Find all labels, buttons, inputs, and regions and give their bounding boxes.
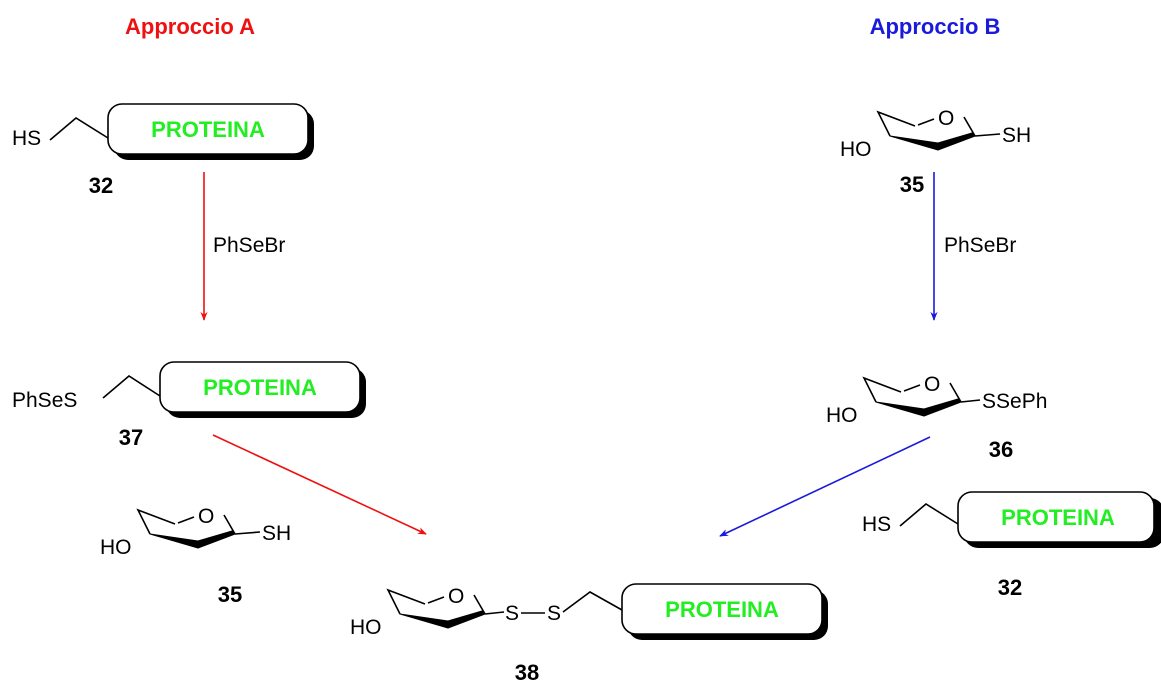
compound-number: 37 (119, 425, 143, 450)
protein-label: PROTEINA (665, 597, 779, 622)
approach-b-title: Approccio B (870, 14, 1001, 39)
ring-oxygen-label: O (198, 505, 214, 528)
protein-box (159, 361, 361, 413)
glycoprotein-disulfide-38: HO O S S PROTEINA 38 (350, 583, 828, 685)
thiol-group-label: SH (1002, 124, 1031, 147)
arrow-approach-a-step2 (212, 434, 427, 535)
protein-label: PROTEINA (151, 117, 265, 142)
compound-number: 35 (218, 582, 242, 607)
selenosulfide-group-label: PhSeS (12, 389, 77, 412)
protein-selenosulfide-37: PhSeS PROTEINA 37 (12, 361, 366, 450)
sulfur-label: S (547, 602, 561, 625)
protein-box (957, 491, 1155, 543)
compound-number: 35 (900, 172, 924, 197)
hydroxyl-label: HO (840, 138, 872, 161)
compound-number: 36 (989, 437, 1013, 462)
ring-oxygen-label: O (938, 107, 954, 130)
reagent-label-a: PhSeBr (213, 234, 285, 257)
protein-thiol-32-a: HS PROTEINA 32 (12, 103, 314, 198)
ring-oxygen-label: O (924, 373, 940, 396)
reagent-label-b: PhSeBr (944, 234, 1016, 257)
approach-a-title: Approccio A (125, 14, 255, 39)
thiol-group-label: SH (262, 522, 291, 545)
protein-label: PROTEINA (203, 375, 317, 400)
sulfur-label: S (505, 602, 519, 625)
hydroxyl-label: HO (100, 536, 132, 559)
hydroxyl-label: HO (350, 616, 382, 639)
thiol-group-label: HS (862, 513, 891, 536)
compound-number: 38 (515, 660, 539, 685)
selenosulfide-group-label: SSePh (982, 390, 1047, 413)
protein-thiol-32-b: HS PROTEINA 32 (862, 491, 1161, 600)
arrow-approach-b-step2 (719, 436, 931, 537)
protein-box (621, 583, 823, 635)
compound-number: 32 (89, 173, 113, 198)
compound-number: 32 (998, 575, 1022, 600)
sugar-thiol-35-b: HO O SH 35 (840, 107, 1031, 197)
protein-label: PROTEINA (1001, 505, 1115, 530)
ring-oxygen-label: O (448, 585, 464, 608)
sugar-thiol-35-a: HO O SH 35 (100, 505, 291, 607)
sugar-selenosulfide-36: HO O SSePh 36 (826, 373, 1047, 462)
hydroxyl-label: HO (826, 404, 858, 427)
thiol-group-label: HS (12, 127, 41, 150)
protein-box (107, 103, 309, 155)
